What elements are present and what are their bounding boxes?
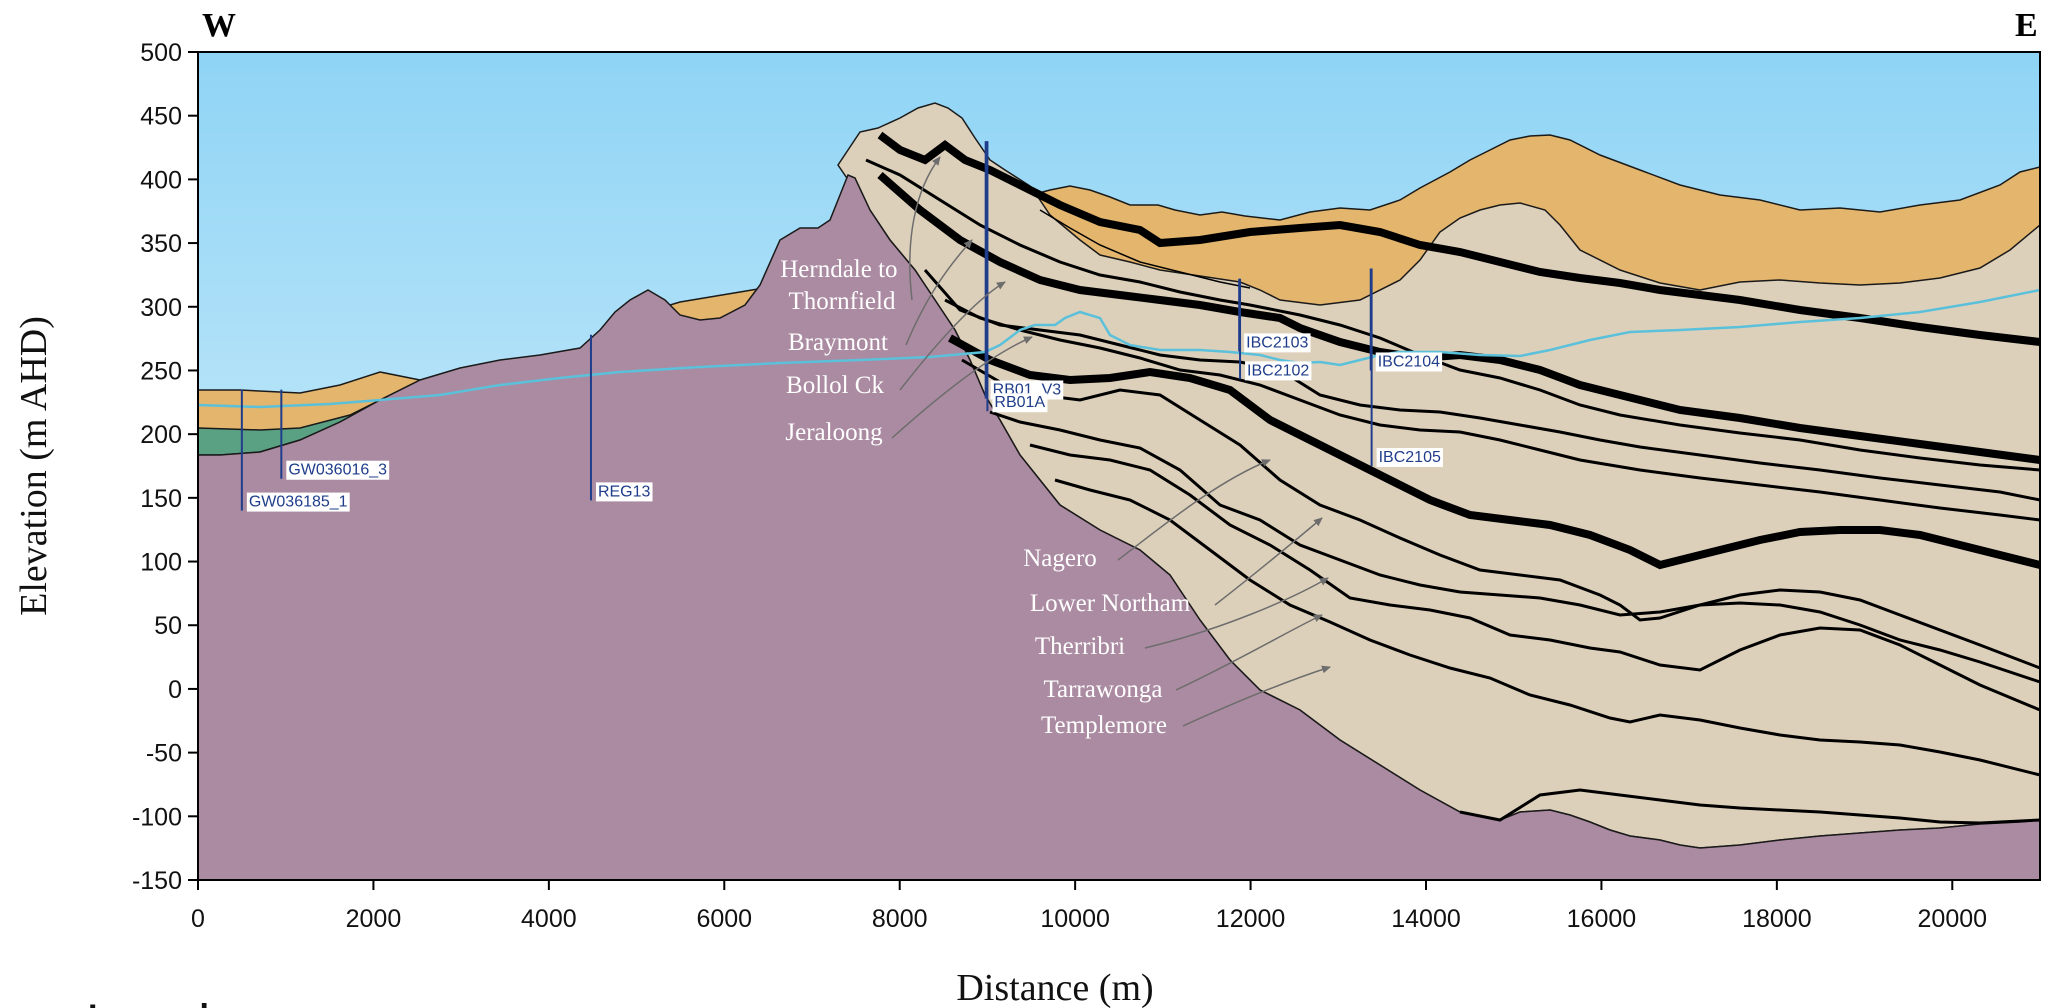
borehole-name: REG13: [598, 483, 651, 500]
y-tick-label: 300: [140, 294, 182, 322]
y-tick-label: 100: [140, 549, 182, 577]
east-label: E: [2015, 7, 2038, 44]
x-axis: 0 2000 4000 6000 8000 10000 12000 14000 16000 180…: [191, 880, 1987, 933]
unit-label-jeraloong: Jeraloong: [785, 419, 883, 446]
contact-line: [961, 358, 2041, 670]
y-axis-title: Elevation (m AHD): [13, 316, 55, 616]
borehole-label: IBC2103: [1244, 333, 1311, 353]
leader-arrow: [891, 336, 1033, 439]
y-tick-label: 350: [140, 230, 182, 258]
leader-arrow: [909, 156, 941, 301]
y-tick-label: 50: [154, 612, 182, 640]
contact-line: [948, 334, 2041, 570]
x-tick-label: 16000: [1567, 905, 1637, 933]
x-tick-label: 14000: [1391, 905, 1461, 933]
unit-label-herndale: Herndale to Thornfield: [780, 256, 904, 315]
borehole-label: GW036016_3: [286, 460, 390, 480]
unit-label-line: Thornfield: [789, 288, 896, 315]
borehole-label: IBC2105: [1376, 448, 1443, 467]
unit-label-nagero: Nagero: [1023, 545, 1097, 572]
legend-title: Legend: [88, 998, 209, 1008]
contact-line: [923, 269, 2041, 502]
water-table-line: [197, 288, 2041, 409]
y-tick-label: 0: [168, 676, 182, 704]
x-tick-label: 10000: [1040, 905, 1110, 933]
label-leader-arrows: [891, 156, 1331, 727]
borehole-label: IBC2104: [1375, 352, 1443, 372]
basement: [197, 174, 2041, 881]
borehole-label: REG13: [595, 482, 653, 502]
y-axis: 500450400350300250200150100500-50-100-15…: [132, 39, 198, 895]
x-tick-label: 0: [191, 905, 205, 933]
leader-arrow: [1117, 459, 1271, 561]
boreholes: GW036185_1GW036016_3REG13RB01_V3RB01AIBC…: [240, 141, 1443, 512]
leader-arrow: [1175, 614, 1323, 691]
y-tick-label: 400: [140, 166, 182, 194]
contact-line: [1459, 788, 2041, 825]
leader-arrow: [1144, 577, 1329, 649]
contact-line: [1029, 443, 2041, 712]
leader-arrow: [899, 281, 1006, 391]
borehole-name: GW036016_3: [288, 462, 387, 479]
borehole-name: IBC2104: [1378, 353, 1440, 370]
x-tick-label: 12000: [1216, 905, 1286, 933]
plot-area: GW036185_1GW036016_3REG13RB01_V3RB01AIBC…: [197, 51, 2041, 881]
unit-label-templemore: Templemore: [1041, 712, 1167, 739]
x-tick-label: 6000: [696, 905, 752, 933]
borehole-label-bg: [1244, 333, 1311, 353]
west-label: W: [202, 7, 236, 44]
leader-arrow: [1182, 665, 1331, 727]
borehole-name: IBC2102: [1247, 362, 1309, 379]
contact-line: [877, 171, 2041, 464]
borehole-label-bg: [246, 492, 350, 512]
contact-line: [1039, 209, 1251, 289]
leader-arrow: [1214, 517, 1323, 606]
borehole-label-bg: [595, 482, 653, 502]
borehole-name: IBC2103: [1246, 334, 1308, 351]
y-tick-label: -50: [146, 740, 182, 768]
contact-line: [989, 410, 2041, 684]
borehole-label: IBC2102: [1245, 361, 1312, 381]
borehole-label-bg: [1376, 448, 1443, 467]
x-tick-label: 8000: [872, 905, 928, 933]
x-tick-label: 4000: [521, 905, 577, 933]
upper-unit-labels: Herndale to Thornfield Braymont Bollol C…: [780, 256, 904, 446]
y-tick-label: 250: [140, 357, 182, 385]
borehole-name: GW036185_1: [249, 494, 348, 511]
unit-label-line: Herndale to: [780, 256, 897, 283]
borehole-name: RB01A: [994, 394, 1045, 411]
unit-label-bollol-ck: Bollol Ck: [786, 372, 884, 399]
y-tick-label: 200: [140, 421, 182, 449]
y-tick-label: -150: [132, 867, 182, 895]
y-tick-label: 500: [140, 39, 182, 67]
borehole-label-bg: [1375, 352, 1443, 372]
borehole-label: GW036185_1: [246, 492, 350, 512]
borehole-label: RB01A: [992, 393, 1048, 413]
y-tick-label: 150: [140, 485, 182, 513]
borehole-name: IBC2105: [1379, 449, 1441, 466]
x-tick-label: 20000: [1918, 905, 1988, 933]
contact-line: [865, 158, 2041, 472]
unit-label-therribri: Therribri: [1035, 633, 1125, 660]
unit-label-tarrawonga: Tarrawonga: [1043, 676, 1162, 703]
lower-unit-labels: Nagero Lower Northam Therribri Tarrawong…: [1023, 545, 1191, 739]
borehole-label-bg: [1245, 361, 1312, 381]
unit-label-lower-northam: Lower Northam: [1030, 590, 1191, 617]
y-tick-label: -100: [132, 803, 182, 831]
borehole-label-bg: [286, 460, 390, 480]
y-tick-label: 450: [140, 103, 182, 131]
unit-label-braymont: Braymont: [788, 329, 888, 356]
x-tick-label: 18000: [1742, 905, 1812, 933]
plot-frame: [197, 51, 2041, 881]
leader-arrow: [905, 239, 973, 346]
contact-line: [944, 298, 2041, 522]
contact-line: [1054, 478, 2041, 777]
x-axis-title: Distance (m): [956, 967, 1153, 1008]
borehole-label-bg: [992, 393, 1048, 413]
x-tick-label: 2000: [346, 905, 402, 933]
